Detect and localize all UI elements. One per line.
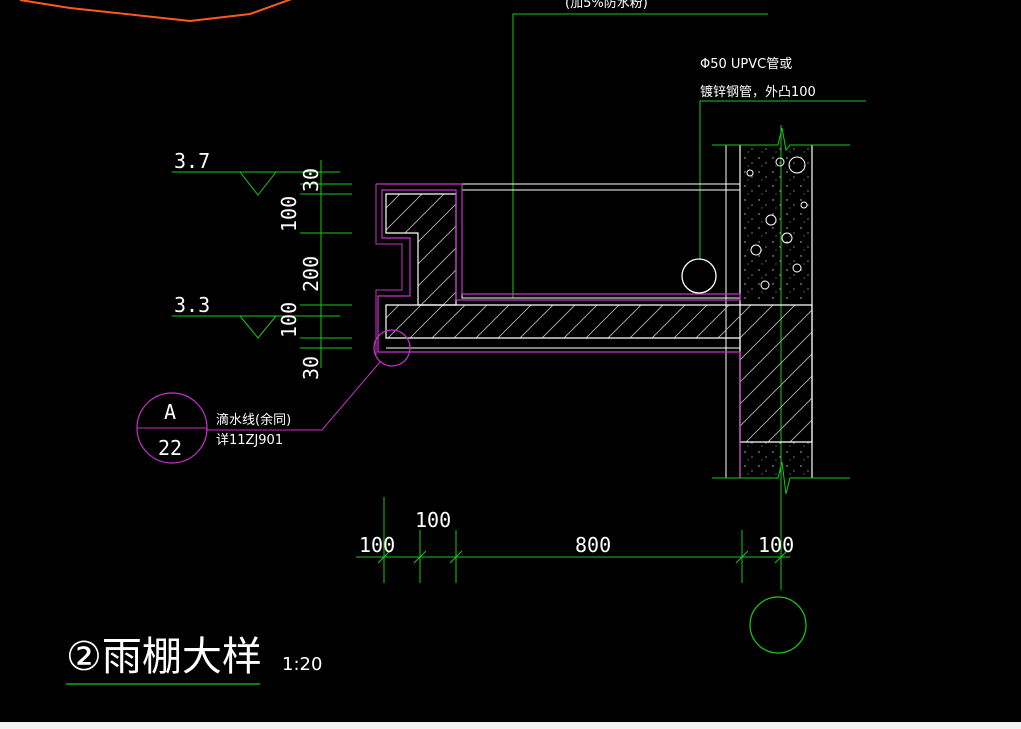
elevation-label-top: 3.7 [174,149,210,173]
canopy-inner [461,194,740,299]
hdim-100-b: 100 [415,508,451,532]
pipe-note-leader [699,100,866,260]
vdim-30-top: 30 [299,168,323,192]
status-strip [0,722,1021,729]
vdim-100-bottom: 100 [277,302,301,338]
drip-note-line1: 滴水线(余同) [216,412,291,428]
axis-bubble [749,596,807,654]
vdim-30-bottom: 30 [299,356,323,380]
vdim-200: 200 [299,256,323,292]
pipe-note-line2: 镀锌钢管，外凸100 [700,84,816,100]
detail-mark-top: A [164,400,176,424]
vertical-dimension-chain [300,160,352,368]
wall-upper-fill [740,145,812,300]
wall-lower-fill [740,442,812,478]
vdim-100-top: 100 [277,196,301,232]
waterproof-outer [375,184,403,355]
wall-aggregate [746,156,808,290]
drain-pipe [681,258,717,294]
hdim-100-c: 100 [758,533,794,557]
hdim-800: 800 [575,533,611,557]
boundary-curve [19,0,292,23]
waterproof-layer [376,183,741,478]
detail-mark-bottom: 22 [158,436,182,460]
drawing-title: ②雨棚大样 [66,634,262,680]
drip-note-line2: 详11ZJ901 [216,433,283,448]
horizontal-dimension-chain [356,497,790,583]
top-note-leader [512,13,768,298]
upstand-hatch [385,193,457,306]
pipe-note-line1: Φ50 UPVC管或 [700,57,792,72]
elevation-3.3: 3.3 [172,293,340,339]
hdim-100-a: 100 [359,533,395,557]
drawing-scale: 1:20 [282,654,322,675]
drip-callout-circle [373,329,411,367]
wall-bottom-line [712,461,850,495]
beam-hatch [385,304,813,443]
elevation-3.7: 3.7 [172,149,340,196]
wall-top-line [712,127,850,152]
drip-callout-leader [206,361,381,431]
elevation-label-bottom: 3.3 [174,293,210,317]
top-cut-note: (加5%防水粉) [565,0,648,11]
